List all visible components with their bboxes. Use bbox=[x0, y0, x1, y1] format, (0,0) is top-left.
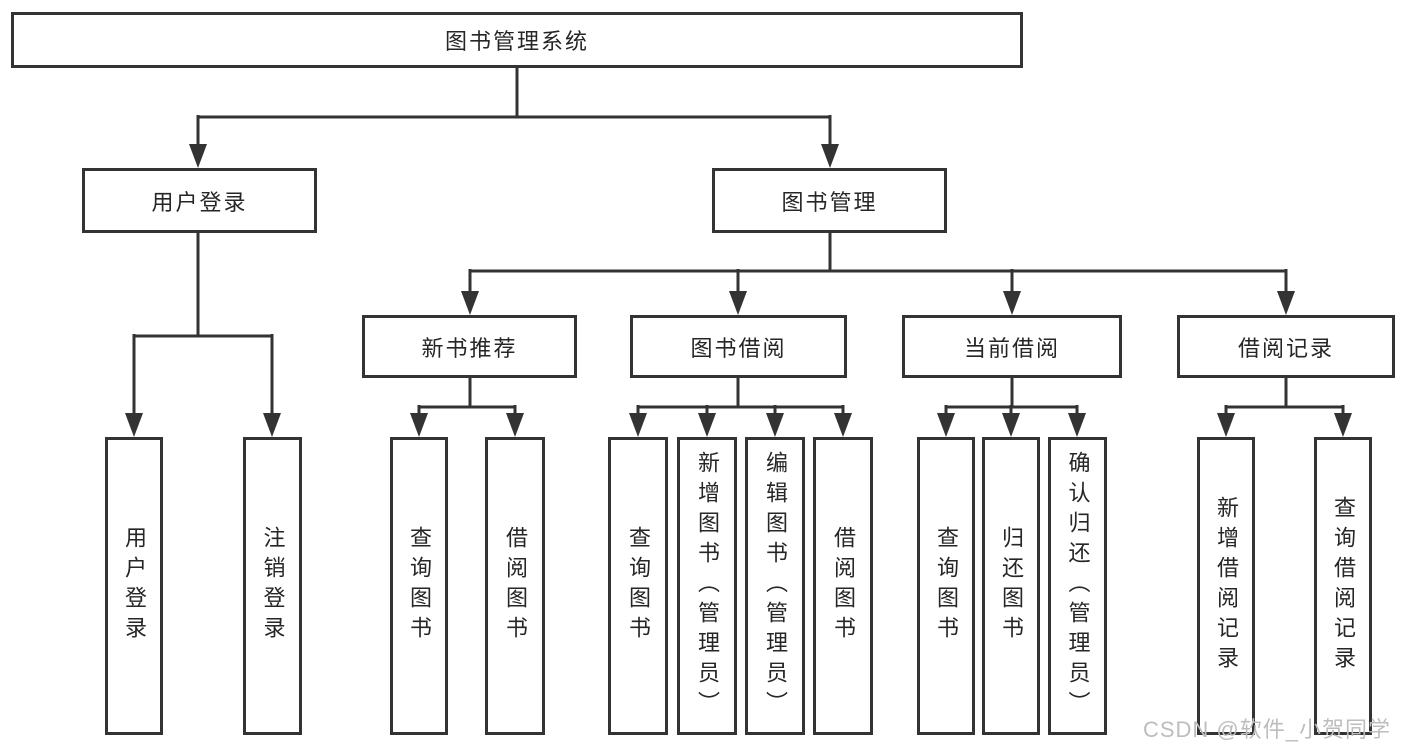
leaf-query-books-borrow: 查询图书 bbox=[608, 437, 668, 735]
node-label: 查询图书 bbox=[934, 526, 959, 646]
node-label: 图书管理 bbox=[781, 189, 878, 215]
arrowhead bbox=[506, 413, 524, 437]
csdn-watermark: CSDN @软件_小贺同学 bbox=[1142, 717, 1391, 742]
node-label: 借阅图书 bbox=[503, 526, 528, 646]
node-library-management-system: 图书管理系统 bbox=[11, 12, 1023, 68]
leaf-query-books-recommend: 查询图书 bbox=[390, 437, 448, 735]
leaf-query-borrow-record: 查询借阅记录 bbox=[1314, 437, 1372, 735]
node-label: 编辑图书（管理员） bbox=[763, 451, 788, 721]
arrowhead bbox=[461, 291, 479, 315]
node-label: 借阅图书 bbox=[831, 526, 856, 646]
leaf-borrow-books-recommend: 借阅图书 bbox=[485, 437, 545, 735]
arrowhead bbox=[125, 413, 143, 437]
edge-bookborrow-to-children bbox=[629, 378, 852, 437]
leaf-edit-books-admin: 编辑图书（管理员） bbox=[745, 437, 805, 735]
arrowhead bbox=[1068, 413, 1086, 437]
leaf-return-books: 归还图书 bbox=[982, 437, 1040, 735]
leaf-add-borrow-record: 新增借阅记录 bbox=[1197, 437, 1255, 735]
leaf-logout: 注销登录 bbox=[243, 437, 302, 735]
node-book-borrow: 图书借阅 bbox=[630, 315, 847, 378]
node-label: 查询图书 bbox=[626, 526, 651, 646]
node-book-management: 图书管理 bbox=[712, 168, 947, 233]
leaf-query-books-current: 查询图书 bbox=[917, 437, 975, 735]
node-label: 新增借阅记录 bbox=[1214, 496, 1239, 676]
node-label: 确认归还（管理员） bbox=[1065, 451, 1091, 721]
node-label: 用户登录 bbox=[122, 526, 147, 646]
node-borrow-records: 借阅记录 bbox=[1177, 315, 1395, 378]
node-label: 图书借阅 bbox=[690, 335, 787, 361]
arrowhead bbox=[766, 413, 784, 437]
node-new-book-recommend: 新书推荐 bbox=[362, 315, 577, 378]
node-label: 借阅记录 bbox=[1237, 335, 1334, 361]
node-label: 新书推荐 bbox=[421, 335, 518, 361]
arrowhead bbox=[1217, 413, 1235, 437]
arrowhead bbox=[834, 413, 852, 437]
arrowhead bbox=[821, 144, 839, 168]
node-label: 注销登录 bbox=[260, 526, 286, 646]
node-current-borrow: 当前借阅 bbox=[902, 315, 1122, 378]
arrowhead bbox=[698, 413, 716, 437]
arrowhead bbox=[629, 413, 647, 437]
node-label: 图书管理系统 bbox=[444, 29, 589, 54]
arrowhead bbox=[410, 413, 428, 437]
leaf-borrow-books: 借阅图书 bbox=[813, 437, 873, 735]
arrowhead bbox=[937, 413, 955, 437]
edge-root-to-level2 bbox=[189, 68, 839, 168]
arrowhead bbox=[1334, 413, 1352, 437]
node-label: 用户登录 bbox=[151, 189, 248, 215]
arrowhead bbox=[189, 144, 207, 168]
arrowhead bbox=[1277, 291, 1295, 315]
node-label: 查询图书 bbox=[407, 526, 432, 646]
edge-currentborrow-to-children bbox=[937, 378, 1086, 437]
node-label: 新增图书（管理员） bbox=[695, 451, 720, 721]
leaf-add-books-admin: 新增图书（管理员） bbox=[677, 437, 737, 735]
node-label: 当前借阅 bbox=[963, 335, 1060, 361]
leaf-confirm-return-admin: 确认归还（管理员） bbox=[1048, 437, 1107, 735]
arrowhead bbox=[263, 413, 281, 437]
leaf-user-login: 用户登录 bbox=[105, 437, 163, 735]
node-user-login: 用户登录 bbox=[82, 168, 317, 233]
edge-userlogin-to-children bbox=[125, 233, 281, 437]
node-label: 查询借阅记录 bbox=[1331, 496, 1356, 676]
arrowhead bbox=[729, 291, 747, 315]
arrowhead bbox=[1002, 413, 1020, 437]
edge-bookmgmt-to-level3 bbox=[461, 233, 1295, 315]
arrowhead bbox=[1003, 291, 1021, 315]
node-label: 归还图书 bbox=[999, 526, 1024, 646]
edge-borrowrecords-to-children bbox=[1217, 378, 1352, 437]
edge-newbooks-to-children bbox=[410, 378, 524, 437]
